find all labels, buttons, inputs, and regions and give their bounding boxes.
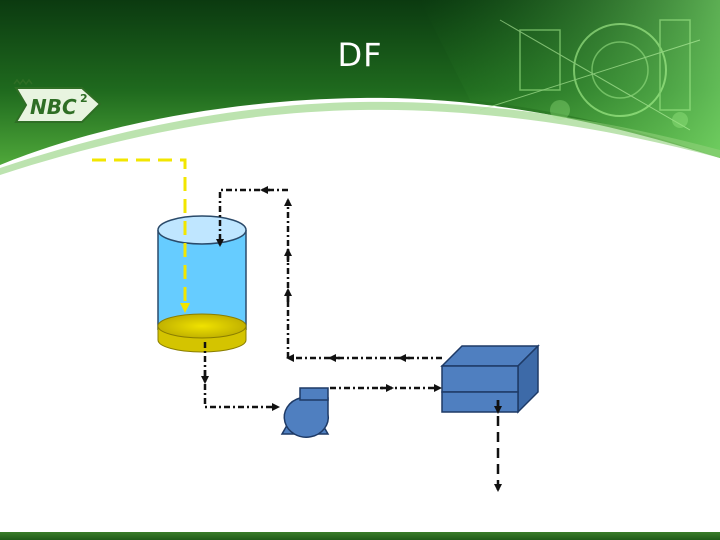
- feed-line: [92, 158, 190, 313]
- tank-outlet-line: [203, 342, 280, 411]
- tank-icon: [157, 215, 247, 353]
- slide-title: DF: [337, 36, 383, 74]
- filter-unit-icon: [440, 344, 540, 414]
- pump-icon: [280, 387, 330, 438]
- logo-superscript: 2: [80, 92, 88, 105]
- nbc2-logo: NBC 2: [13, 78, 102, 123]
- logo-text: NBC: [30, 95, 77, 119]
- footer-bar: [0, 532, 720, 540]
- header-band: [0, 0, 720, 175]
- machinery-image: [479, 19, 701, 131]
